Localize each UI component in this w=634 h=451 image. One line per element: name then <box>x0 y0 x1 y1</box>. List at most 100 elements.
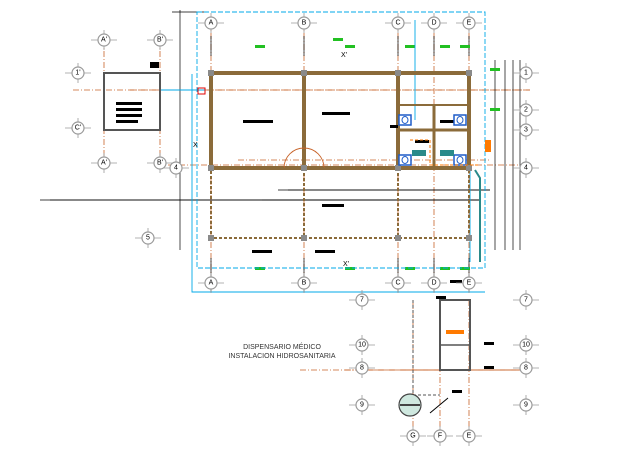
green-dim-3 <box>440 45 450 48</box>
bubble-left-0-label: 4 <box>174 165 178 172</box>
bubble-bottom-2-label: C <box>395 280 400 287</box>
room-label-6 <box>440 120 454 123</box>
small-label-0 <box>116 102 142 105</box>
lower-walls <box>210 167 470 239</box>
title-line-1: DISPENSARIO MÉDICO <box>243 342 321 351</box>
bubble-bottom-0-ring <box>204 276 218 290</box>
bubble-tank-left-2-label: 8 <box>360 365 364 372</box>
small-building <box>103 72 161 131</box>
bubble-tank-left-1: 10 <box>349 335 375 355</box>
bubble-tank-left-2-ring <box>355 361 369 375</box>
hot-water-line <box>410 139 478 166</box>
bubble-top-4-ring <box>462 16 476 30</box>
bubble-tank-left-2: 8 <box>349 358 375 378</box>
floor-plan <box>103 11 494 417</box>
bubble-top-0: A <box>198 13 224 33</box>
site-boundary <box>196 11 486 269</box>
bubble-tank-right-3-label: 9 <box>524 402 528 409</box>
green-dim-5 <box>255 267 265 270</box>
bubble-tank-left-0-label: 7 <box>360 297 364 304</box>
bubble-bottom-0-label: A <box>209 280 214 287</box>
bubble-tank-right-1: 10 <box>513 335 539 355</box>
green-dim-8 <box>440 267 450 270</box>
bubble-right-0-label: 1 <box>524 70 528 77</box>
cistern-marker <box>446 330 464 334</box>
bubble-top-0-label: A <box>209 20 214 27</box>
bubble-right-1-label: 2 <box>524 107 528 114</box>
bubble-tank-left-3-ring <box>355 398 369 412</box>
bubble-right-1-ring <box>519 103 533 117</box>
door-arc <box>283 147 325 169</box>
bubble-right-0-ring <box>519 66 533 80</box>
meter-box <box>197 87 206 95</box>
bubble-small-bottom-0-ring <box>97 156 111 170</box>
green-dim-2 <box>405 45 415 48</box>
green-dim-10 <box>333 38 343 41</box>
sink-1 <box>412 150 426 156</box>
green-dim-1 <box>345 45 355 48</box>
bubble-top-4-label: E <box>467 20 472 27</box>
bubble-small-bottom-0: A' <box>91 153 117 173</box>
bubble-tank-right-1-label: 10 <box>522 342 530 349</box>
column-10 <box>395 235 401 241</box>
bubble-tank-right-2: 8 <box>513 358 539 378</box>
column-2 <box>395 70 401 76</box>
bubble-tank-right-2-ring <box>519 361 533 375</box>
axis-marks: X' X' X <box>193 52 349 268</box>
bubble-left-1: 5 <box>135 228 161 248</box>
bubble-right-2: 3 <box>513 120 539 140</box>
column-0 <box>208 70 214 76</box>
bubble-tank-left-1-label: 10 <box>358 342 366 349</box>
bubble-top-3: D <box>421 13 447 33</box>
column-9 <box>301 235 307 241</box>
bubble-left-0: 4 <box>163 158 189 178</box>
bubble-tank-bottom-2-label: E <box>467 433 472 440</box>
bubble-small-bottom-1-ring <box>153 156 167 170</box>
bubble-tank-bottom-1-label: F <box>438 433 442 440</box>
small-tag <box>150 62 159 68</box>
green-dim-4 <box>460 45 470 48</box>
room-label-0 <box>243 120 273 123</box>
column-6 <box>395 165 401 171</box>
bubble-tank-left-3: 9 <box>349 395 375 415</box>
bubble-small-bottom-1-label: B' <box>157 160 163 167</box>
toilet-bowl-3 <box>456 156 464 164</box>
bubble-small-top-1-ring <box>153 33 167 47</box>
bubble-top-4: E <box>456 13 482 33</box>
column-5 <box>301 165 307 171</box>
water-supply-line <box>191 74 485 293</box>
column-11 <box>466 235 472 241</box>
bubble-bottom-2: C <box>385 273 411 293</box>
bubble-tank-bottom-1-ring <box>433 429 447 443</box>
bubble-small-left-1-ring <box>71 121 85 135</box>
bubble-tank-left-3-label: 9 <box>360 402 364 409</box>
tank-label-0 <box>450 280 462 283</box>
bubble-top-2-label: C <box>395 20 400 27</box>
small-label-2 <box>116 114 142 117</box>
room-label-7 <box>415 140 429 143</box>
green-dim-6 <box>345 267 355 270</box>
bubble-small-top-0-ring <box>97 33 111 47</box>
bubble-small-top-1-label: B' <box>157 37 163 44</box>
grid-axis-lines <box>73 22 530 436</box>
bubble-tank-bottom-0-ring <box>406 429 420 443</box>
bubble-left-1-ring <box>141 231 155 245</box>
small-label-1 <box>116 108 142 111</box>
bubble-small-left-0: 1' <box>65 63 91 83</box>
bubble-tank-right-1-ring <box>519 338 533 352</box>
bubble-right-3-label: 4 <box>524 165 528 172</box>
drain-pipe <box>474 169 481 262</box>
bubble-bottom-0: A <box>198 273 224 293</box>
bubble-small-top-0-label: A' <box>101 37 107 44</box>
bubble-top-1: B <box>291 13 317 33</box>
bubble-top-2-ring <box>391 16 405 30</box>
title-line-2: INSTALACION HIDROSANITARIA <box>228 353 335 360</box>
bubble-bottom-4-ring <box>462 276 476 290</box>
leader-line <box>429 397 449 414</box>
bubble-top-3-label: D <box>431 20 436 27</box>
bubble-top-2: C <box>385 13 411 33</box>
bubble-tank-right-0: 7 <box>513 290 539 310</box>
bubble-left-1-label: 5 <box>146 235 150 242</box>
